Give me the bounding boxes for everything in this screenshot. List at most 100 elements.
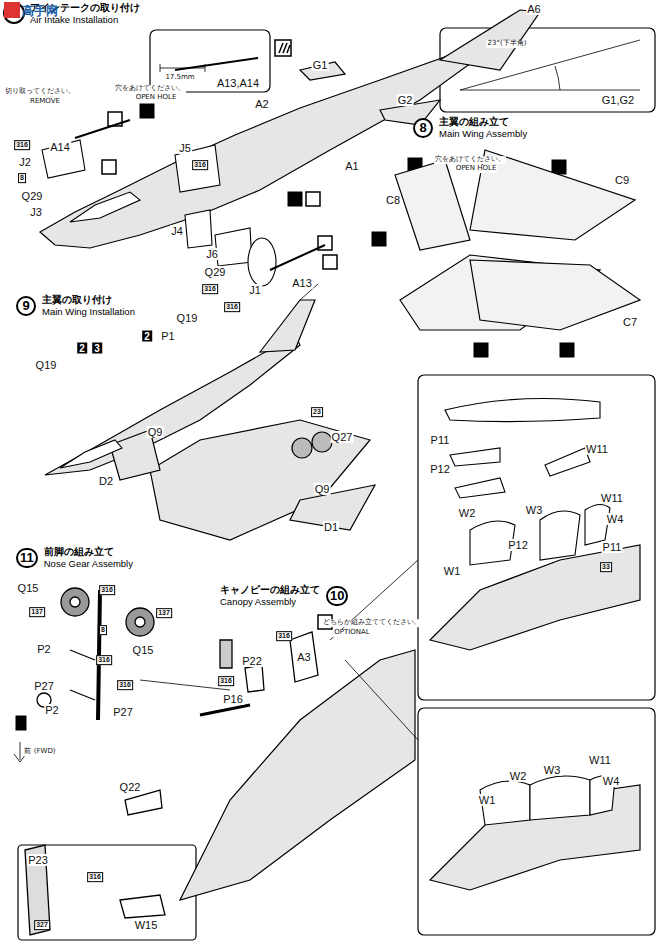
part-number: G1,G2 <box>601 94 635 106</box>
part-number: J4 <box>170 225 184 237</box>
paint-code: 316 <box>192 160 208 170</box>
part-number: W2 <box>458 507 477 519</box>
paint-code: 137 <box>29 607 45 617</box>
note-text: OPTIONAL <box>333 629 371 637</box>
watermark-logo <box>4 2 20 18</box>
inset-frame <box>150 30 270 92</box>
wing-part <box>395 160 470 250</box>
inset-frame <box>418 375 655 700</box>
instruction-icon <box>288 192 302 206</box>
canopy-part <box>545 448 590 476</box>
dimension-line <box>160 40 640 90</box>
instruction-icon <box>279 43 290 53</box>
intake-part <box>75 120 130 138</box>
step-circle <box>4 3 24 23</box>
note-text: 切り取ってください。 <box>4 88 76 96</box>
paint-code: 316 <box>224 302 240 312</box>
instruction-icon <box>560 343 574 357</box>
step-heading: 8主翼の組み立てMain Wing Assembly <box>413 116 529 139</box>
nose-gear <box>200 705 250 715</box>
paint-code: 316 <box>218 676 234 686</box>
intake-part <box>215 228 252 266</box>
paint-code: 316 <box>202 284 218 294</box>
intake-part <box>42 58 325 286</box>
paint-code: 316 <box>96 655 112 665</box>
note-text: 穴をあけてください。 <box>114 85 186 93</box>
note-text: 23°(下半角) <box>487 40 528 48</box>
part-number: A3 <box>296 651 311 663</box>
paint-code: 23 <box>311 407 323 417</box>
part-number: W3 <box>525 504 544 516</box>
note-text: REMOVE <box>29 98 61 106</box>
part-number: A14 <box>49 141 71 153</box>
part-number: Q15 <box>17 582 40 594</box>
instruction-icon <box>552 160 566 174</box>
part-number: P22 <box>241 655 263 667</box>
part-number: W11 <box>600 492 624 504</box>
fuselage-outline <box>260 300 315 352</box>
part-number: G1 <box>312 59 329 71</box>
leader-line <box>140 680 230 690</box>
note-text: 前 (FWD) <box>23 748 56 756</box>
heading-block: 主翼の取り付けMain Wing Installation <box>40 294 137 317</box>
heading-block: 主翼の組み立てMain Wing Assembly <box>437 116 529 139</box>
inset-frame <box>418 708 655 935</box>
fuselage-outline <box>180 650 415 900</box>
part-number: C9 <box>614 174 630 186</box>
part-number: W4 <box>602 775 621 787</box>
part-number: W11 <box>585 443 609 455</box>
part-number: W1 <box>443 565 462 577</box>
paint-code: 316 <box>14 140 30 150</box>
engine-nozzle <box>292 438 312 458</box>
part-number: Q29 <box>204 266 227 278</box>
nose-gear <box>245 665 264 692</box>
intake-part <box>270 245 325 270</box>
canopy-part <box>455 478 505 498</box>
part-number: W2 <box>509 770 528 782</box>
nose-gear <box>220 640 232 668</box>
paint-code: 137 <box>156 608 172 618</box>
step-subtitle: Canopy Assembly <box>220 596 320 607</box>
part-number: W15 <box>134 919 159 931</box>
heading-block: キャノピーの組み立てCanopy Assembly <box>218 584 322 607</box>
canopy-part <box>60 440 122 468</box>
part-number: P12 <box>429 463 451 475</box>
note-text: どちらか組み立ててください。 <box>322 619 422 627</box>
paint-code: 316 <box>117 680 133 690</box>
part-number: Q9 <box>314 483 331 495</box>
instruction-icon <box>372 232 386 246</box>
part-number: C8 <box>385 194 401 206</box>
instruction-icon <box>16 716 26 730</box>
canopy-part <box>70 192 140 222</box>
nose-gear <box>290 632 318 682</box>
paint-code: 316 <box>276 631 292 641</box>
step-heading: 9主翼の取り付けMain Wing Installation <box>16 294 137 317</box>
paint-code: 33 <box>600 562 612 572</box>
inset-frame <box>18 845 196 940</box>
part-number: J2 <box>18 156 32 168</box>
part-number: Q19 <box>176 312 199 324</box>
instruction-icon <box>102 160 116 174</box>
engine-nozzle <box>292 432 332 458</box>
part-number: P2 <box>44 704 59 716</box>
watermark: 高手网 <box>22 5 58 18</box>
fuselage-outline <box>440 10 540 70</box>
part-number: G2 <box>397 94 414 106</box>
canopy-part <box>530 776 590 820</box>
part-number: W3 <box>543 764 562 776</box>
part-number: Q27 <box>331 431 354 443</box>
nose-gear <box>25 845 50 935</box>
instruction-icon <box>323 255 337 269</box>
part-number: A2 <box>254 98 269 110</box>
part-number: P16 <box>222 693 244 705</box>
part-number: J1 <box>248 284 262 296</box>
part-number: P27 <box>33 680 55 692</box>
step-heading: 11前脚の組み立てNose Gear Assembly <box>16 546 135 569</box>
step-title: 主翼の組み立て <box>439 116 527 128</box>
note-text: 17.5mm <box>164 74 195 82</box>
instruction-icon <box>275 40 291 56</box>
note-text: OPEN HOLE <box>455 165 498 173</box>
fuselage-outline <box>430 545 640 650</box>
